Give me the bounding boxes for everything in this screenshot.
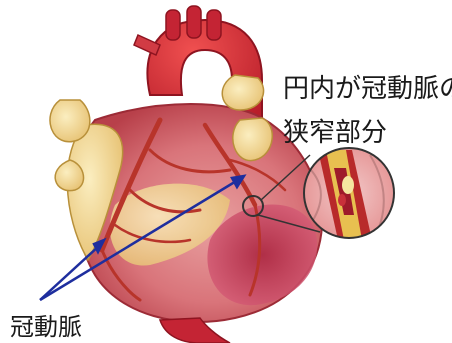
stenosis-caption-line1: 円内が冠動脈の bbox=[283, 68, 452, 105]
heart-body bbox=[50, 75, 322, 322]
coronary-artery-label: 冠動脈 bbox=[10, 307, 82, 342]
stenosis-caption-line2: 狭窄部分 bbox=[283, 112, 387, 149]
vena-cava bbox=[160, 318, 230, 343]
